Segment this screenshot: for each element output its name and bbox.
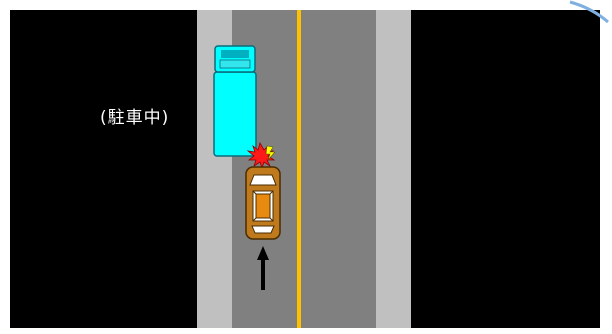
- right-sidewalk: [376, 10, 411, 328]
- spark-icon: [265, 145, 276, 161]
- truck-cargo-bed: [213, 71, 257, 157]
- truck-windshield: [221, 50, 249, 58]
- car-windshield: [249, 174, 277, 186]
- center-line: [297, 10, 301, 328]
- car-roof: [255, 193, 271, 219]
- truck-roof: [219, 59, 251, 69]
- arrow-head: [257, 246, 269, 260]
- corner-decoration: [569, 0, 609, 24]
- arrow-up-icon: [257, 246, 269, 290]
- explosion-icon: [246, 141, 276, 170]
- parked-annotation-label: (駐車中): [100, 108, 170, 128]
- parked-truck: [213, 45, 257, 157]
- moving-car: [245, 166, 281, 240]
- car-rear-window: [251, 225, 275, 234]
